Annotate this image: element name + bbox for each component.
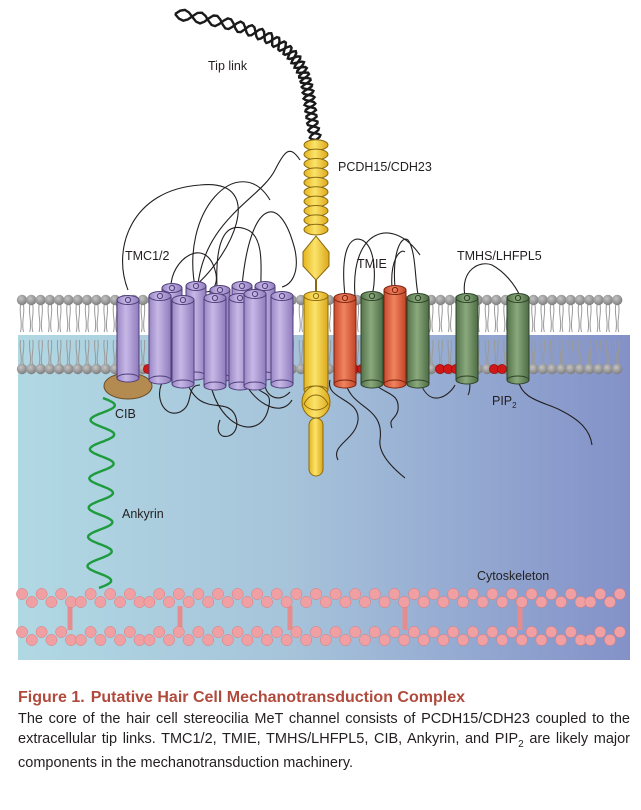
tmc-channel xyxy=(116,281,294,391)
tmie-label: TMIE xyxy=(357,257,387,271)
transmembrane-helices xyxy=(303,285,530,395)
caption-body: The core of the hair cell stereocilia Me… xyxy=(18,711,631,771)
ankyrin-spring xyxy=(86,396,116,590)
cytoskeleton-label: Cytoskeleton xyxy=(477,569,549,583)
pcdh15-cdh23-ectodomain xyxy=(303,139,329,236)
pcdh-intracellular-domain xyxy=(301,385,331,477)
tmc12-label: TMC1/2 xyxy=(125,249,170,263)
extracellular-loops xyxy=(122,150,521,297)
figure-caption: Figure 1. Putative Hair Cell Mechanotrans… xyxy=(18,688,630,773)
tip-link-label: Tip link xyxy=(208,59,248,73)
tip-link xyxy=(174,8,322,142)
tmhs-lhfpl5-label: TMHS/LHFPL5 xyxy=(457,249,542,263)
cib-label: CIB xyxy=(115,407,136,421)
ankyrin-label: Ankyrin xyxy=(122,507,164,521)
pcdh15-cdh23-label: PCDH15/CDH23 xyxy=(338,160,432,174)
caption-title-text: Putative Hair Cell Mechanotransduction C… xyxy=(90,689,465,706)
figure-number: Figure 1. xyxy=(18,689,85,706)
pip2-label: PIP2 xyxy=(492,394,517,410)
pcdh-hexagon-domain xyxy=(302,235,330,281)
mechanotransduction-figure: Tip link PCDH15/CDH23 TMC1/2 TMIE TMHS/L… xyxy=(16,8,630,660)
cytoskeleton-filaments xyxy=(16,588,626,646)
caption-title: Figure 1. Putative Hair Cell Mechanotrans… xyxy=(18,688,630,707)
